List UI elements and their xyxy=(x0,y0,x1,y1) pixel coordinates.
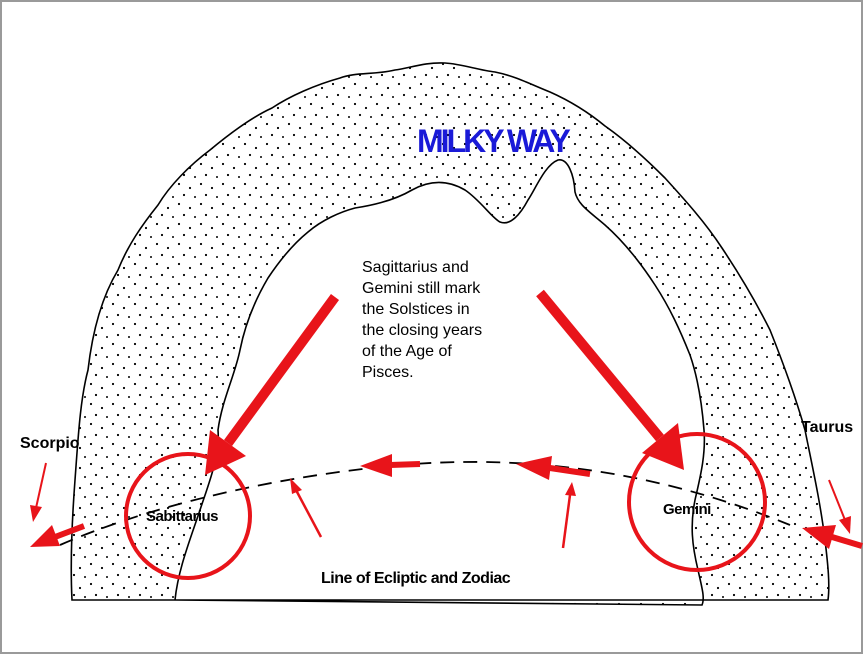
gemini-circle xyxy=(627,432,767,572)
big-arrow-to-gemini xyxy=(536,289,684,470)
note-line: Sagittarius and xyxy=(362,259,469,276)
ecliptic-arrow-1 xyxy=(30,523,86,547)
milky-way-fill xyxy=(70,62,830,606)
note-line: Pisces. xyxy=(362,364,414,381)
note-line: Gemini still mark xyxy=(362,280,481,297)
milky-way-title: MILKY WAY xyxy=(417,123,570,159)
note-line: the Solstices in xyxy=(362,301,470,318)
ecliptic-pointer-right xyxy=(561,482,576,549)
big-arrow-to-sagittarius xyxy=(205,294,340,475)
taurus-pointer xyxy=(828,479,851,534)
gemini-label: Gemini xyxy=(663,501,711,518)
milky-way-band xyxy=(70,62,830,606)
ecliptic-arrow-4 xyxy=(802,525,863,549)
note-line: of the Age of xyxy=(362,343,452,360)
scorpio-pointer xyxy=(30,462,47,522)
note-line: the closing years xyxy=(362,322,482,339)
taurus-label: Taurus xyxy=(801,419,853,436)
ecliptic-arrow-2 xyxy=(360,454,421,477)
sagittarius-label: Sabittarius xyxy=(146,508,218,525)
ecliptic-pointer-left xyxy=(290,478,323,538)
ecliptic-arrow-3 xyxy=(516,456,591,480)
solstice-note: Sagittarius and Gemini still mark the So… xyxy=(362,259,482,381)
sagittarius-circle xyxy=(124,452,252,580)
ecliptic-label: Line of Ecliptic and Zodiac xyxy=(321,570,511,587)
scorpio-label: Scorpio xyxy=(20,435,80,452)
